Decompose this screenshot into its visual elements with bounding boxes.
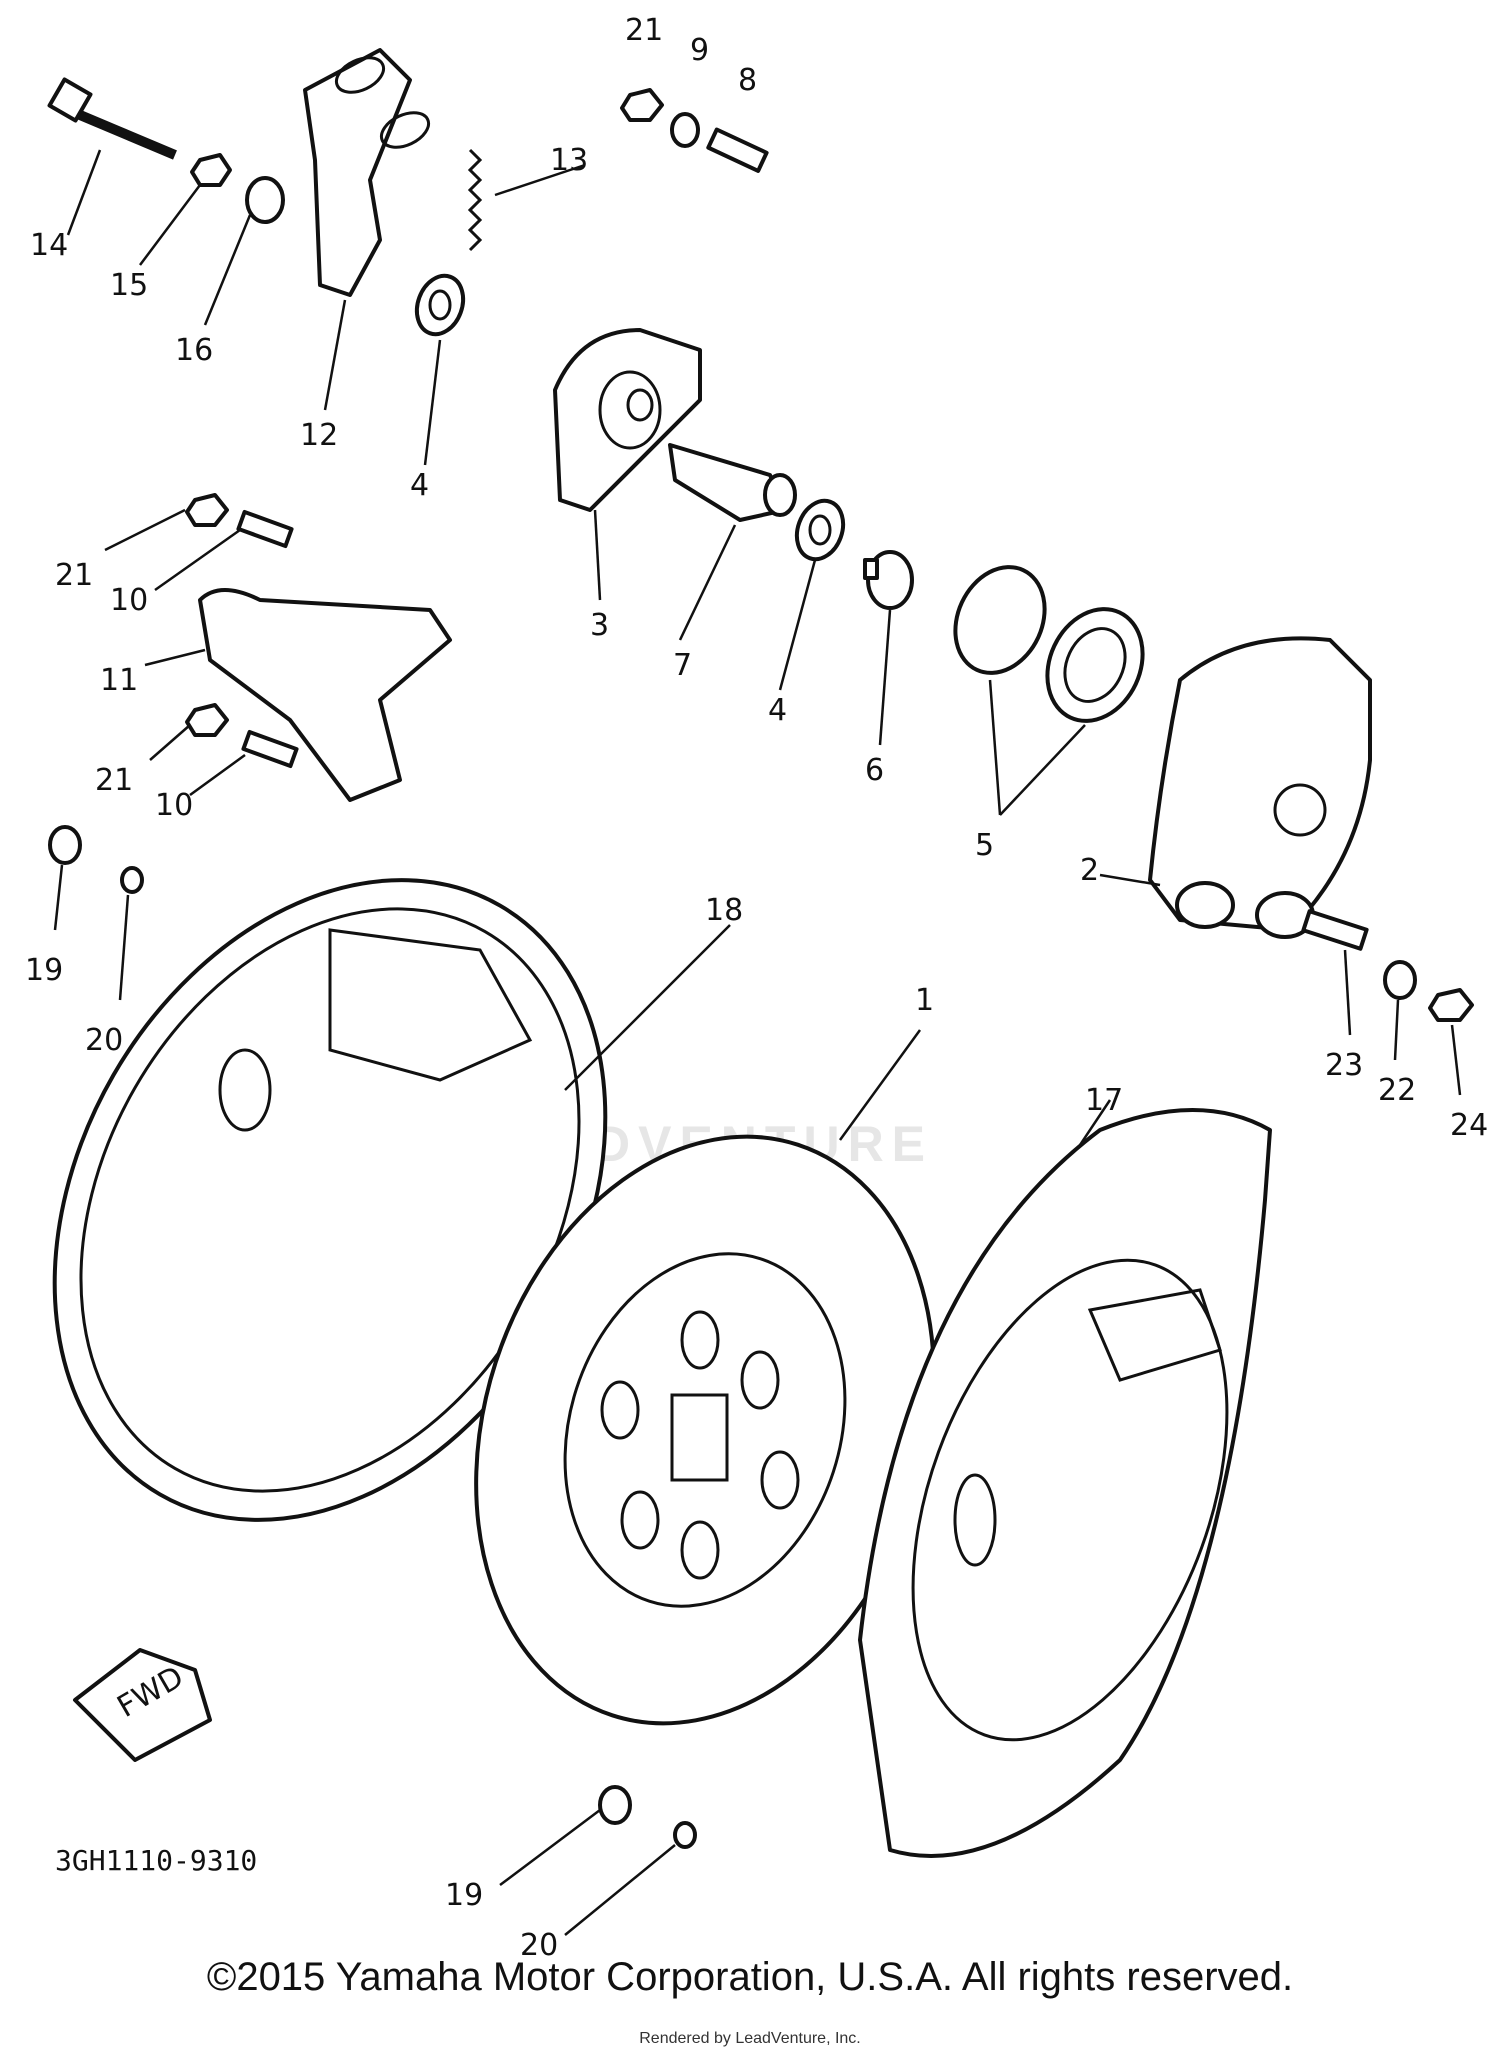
callout-19-lower: 19 — [445, 1878, 483, 1913]
callout-8: 8 — [738, 63, 757, 98]
callout-21-top: 21 — [625, 13, 663, 48]
callout-labels: 1 2 3 4 4 5 6 7 8 9 10 10 11 12 13 14 15… — [25, 13, 1488, 1963]
callout-6: 6 — [865, 753, 884, 788]
lever-12 — [303, 48, 431, 297]
brake-disc-1 — [474, 1134, 936, 1726]
guard-11 — [198, 588, 452, 802]
callout-15: 15 — [110, 268, 148, 303]
callout-14: 14 — [30, 228, 68, 263]
callout-12: 12 — [300, 418, 338, 453]
washer-9 — [670, 112, 700, 148]
callout-4-lower: 4 — [768, 693, 787, 728]
nut-21-mid — [185, 493, 229, 527]
piston-seal-5 — [953, 565, 1145, 723]
callout-21-lower: 21 — [95, 763, 133, 798]
callout-9: 9 — [690, 33, 709, 68]
caliper-2 — [1148, 636, 1372, 939]
fwd-arrow: FWD — [73, 1648, 212, 1762]
callout-3: 3 — [590, 608, 609, 643]
rendered-by-notice: Rendered by LeadVenture, Inc. — [639, 2030, 861, 2047]
callout-20-lower: 20 — [520, 1928, 558, 1963]
nut-24 — [1428, 988, 1474, 1022]
callout-20-upper: 20 — [85, 1023, 123, 1058]
callout-24: 24 — [1450, 1108, 1488, 1143]
callout-4-upper: 4 — [410, 468, 429, 503]
bolt-14 — [47, 77, 177, 160]
callout-10-lower: 10 — [155, 788, 193, 823]
bolt-19-upper — [48, 825, 82, 865]
nut-15 — [190, 153, 232, 187]
callout-23: 23 — [1325, 1048, 1363, 1083]
diagram-code: 3GH1110-9310 — [55, 1844, 257, 1877]
stud-10-lower — [241, 729, 299, 769]
spring-13 — [467, 148, 483, 252]
stud-23 — [1301, 909, 1369, 951]
oil-seal-4-lower — [794, 498, 846, 562]
callout-5: 5 — [975, 828, 994, 863]
washer-20-lower — [673, 1821, 697, 1849]
callout-7: 7 — [673, 648, 692, 683]
nut-21-top — [620, 88, 664, 122]
callout-13: 13 — [550, 143, 588, 178]
cover-plate-17 — [858, 1108, 1272, 1858]
copyright-notice: ©2015 Yamaha Motor Corporation, U.S.A. A… — [206, 1955, 1294, 1999]
washer-20-upper — [120, 866, 144, 894]
washer-22 — [1383, 960, 1417, 1000]
bracket-3 — [553, 328, 702, 512]
callout-17: 17 — [1085, 1083, 1123, 1118]
stud-8 — [706, 127, 769, 173]
oil-seal-4-upper — [414, 273, 466, 337]
callout-19-upper: 19 — [25, 953, 63, 988]
callout-18: 18 — [705, 893, 743, 928]
callout-21-mid: 21 — [55, 558, 93, 593]
callout-11: 11 — [100, 663, 138, 698]
washer-16 — [245, 176, 285, 224]
callout-16: 16 — [175, 333, 213, 368]
bolt-19-lower — [598, 1785, 632, 1825]
callout-1: 1 — [915, 983, 934, 1018]
nut-21-lower — [185, 703, 229, 737]
leader-lines — [53, 149, 1462, 1936]
cam-shaft-7 — [668, 443, 797, 522]
stud-10-upper — [236, 509, 294, 549]
callout-2: 2 — [1080, 853, 1099, 888]
callout-10-upper: 10 — [110, 583, 148, 618]
pin-6 — [863, 550, 914, 610]
callout-22: 22 — [1378, 1073, 1416, 1108]
